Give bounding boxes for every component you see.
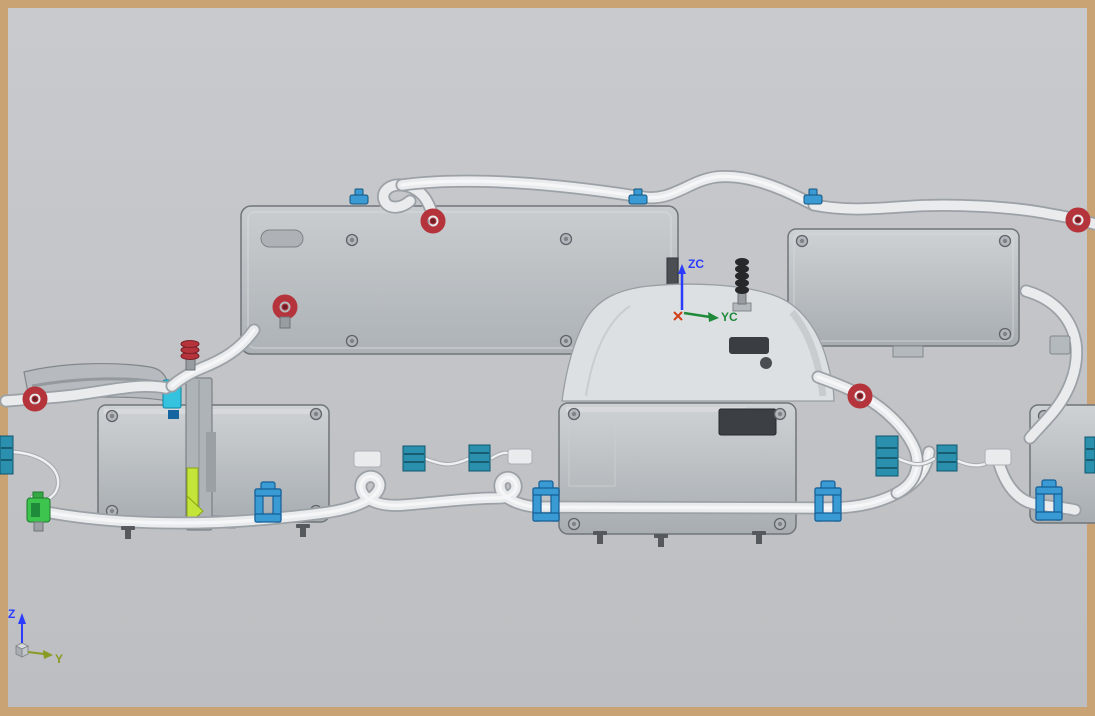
screw [998,234,1012,248]
box-top-strip [104,409,323,414]
green-inner [31,503,40,517]
wcs-yc-label: YC [721,310,738,324]
housing-port [760,357,772,369]
wcs-x-mark [673,311,683,321]
part-box-top-right[interactable] [787,228,1020,358]
box-body [787,228,1020,347]
red-ring-stem [279,316,291,329]
screw [105,409,119,423]
triad-z-label: Z [8,607,15,621]
screw [773,407,787,421]
teal-connector-left-edge[interactable] [0,435,14,475]
triad-z-arrowhead [18,613,26,624]
box-connector-block [718,408,777,436]
viewport-background[interactable] [8,8,1087,707]
wcs-z-arrowhead [678,264,686,274]
red-ring-fitting[interactable] [276,298,294,316]
red-ring-fitting[interactable] [1069,211,1087,229]
part-housing-center[interactable] [561,283,835,402]
box-top-strip [566,407,746,412]
triad-y-label: Y [55,652,63,666]
bracket-rail [206,432,216,492]
housing-body [561,283,835,402]
teal-connector-d[interactable] [936,444,958,472]
screw [345,334,359,348]
white-clip[interactable] [353,450,382,468]
part-plate-large[interactable] [240,205,679,355]
box-edge-highlight [793,233,1014,342]
white-clip[interactable] [507,448,533,465]
box-panel-line [568,424,616,487]
bellows-black[interactable] [735,258,749,305]
red-ring-fitting[interactable] [851,387,869,405]
part-box-lower-center[interactable] [558,402,797,535]
triad-y-axis [27,651,45,655]
screw [567,517,581,531]
triad-cube-right [21,645,29,658]
teal-connector-b[interactable] [468,444,491,472]
green-connector[interactable] [26,491,51,532]
screw [345,233,359,247]
red-stack-fitting[interactable] [180,340,200,371]
wcs-y-arrowhead [708,312,719,322]
teal-connector-a[interactable] [402,445,426,472]
housing-slot [729,337,769,354]
screw [773,517,787,531]
white-clip[interactable] [984,448,1012,466]
housing-shade [789,309,827,397]
teal-connector-c[interactable] [875,435,899,477]
hose-bracket[interactable] [1049,335,1071,355]
green-stem [33,521,44,532]
view-triad: Z Y [8,607,63,666]
screw [998,327,1012,341]
teal-connector-right-edge[interactable] [1084,436,1095,474]
red-ring-fitting[interactable] [26,390,44,408]
cyan-fitting-base [168,410,179,419]
screw [559,334,573,348]
housing-contour [585,305,631,397]
red-ring-fitting[interactable] [424,212,442,230]
wcs-zc-label: ZC [688,257,704,271]
screw [309,407,323,421]
triad-y-arrowhead [43,650,53,659]
box-tab [892,345,924,358]
wcs-y-axis [683,311,711,319]
screw [795,234,809,248]
wcs-triad[interactable]: ZC YC [673,257,738,324]
plate-slot-oval [260,229,304,248]
screw [567,407,581,421]
screw [559,232,573,246]
